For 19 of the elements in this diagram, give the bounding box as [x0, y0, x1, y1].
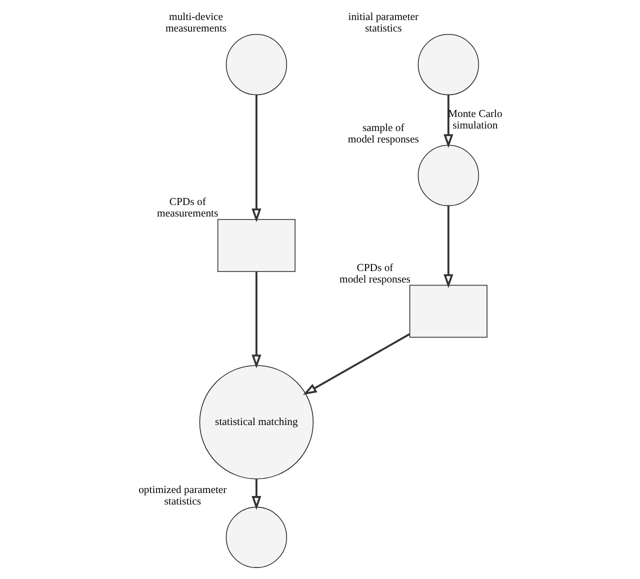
arrow: [251, 272, 261, 368]
node-circle: [417, 144, 478, 206]
node-circle: statistical matching: [198, 365, 314, 480]
arrow: [443, 94, 453, 148]
node-circle: [417, 34, 478, 96]
node-circle: [225, 506, 287, 568]
node-label: sample of model responses: [347, 122, 418, 146]
node-box: [216, 219, 295, 272]
node-label: multi-device measurements: [164, 11, 226, 34]
node-circle: [225, 34, 287, 96]
node-label: CPDs of measurements: [156, 196, 218, 220]
arrow: [443, 206, 453, 288]
arrow: [251, 479, 261, 510]
node-label: optimized parameter statistics: [138, 484, 226, 508]
node-label: CPDs of model responses: [339, 262, 410, 286]
arrow: [251, 94, 261, 222]
arrow: [302, 333, 410, 395]
node-label: initial parameter statistics: [348, 11, 418, 34]
node-box: [408, 284, 487, 338]
